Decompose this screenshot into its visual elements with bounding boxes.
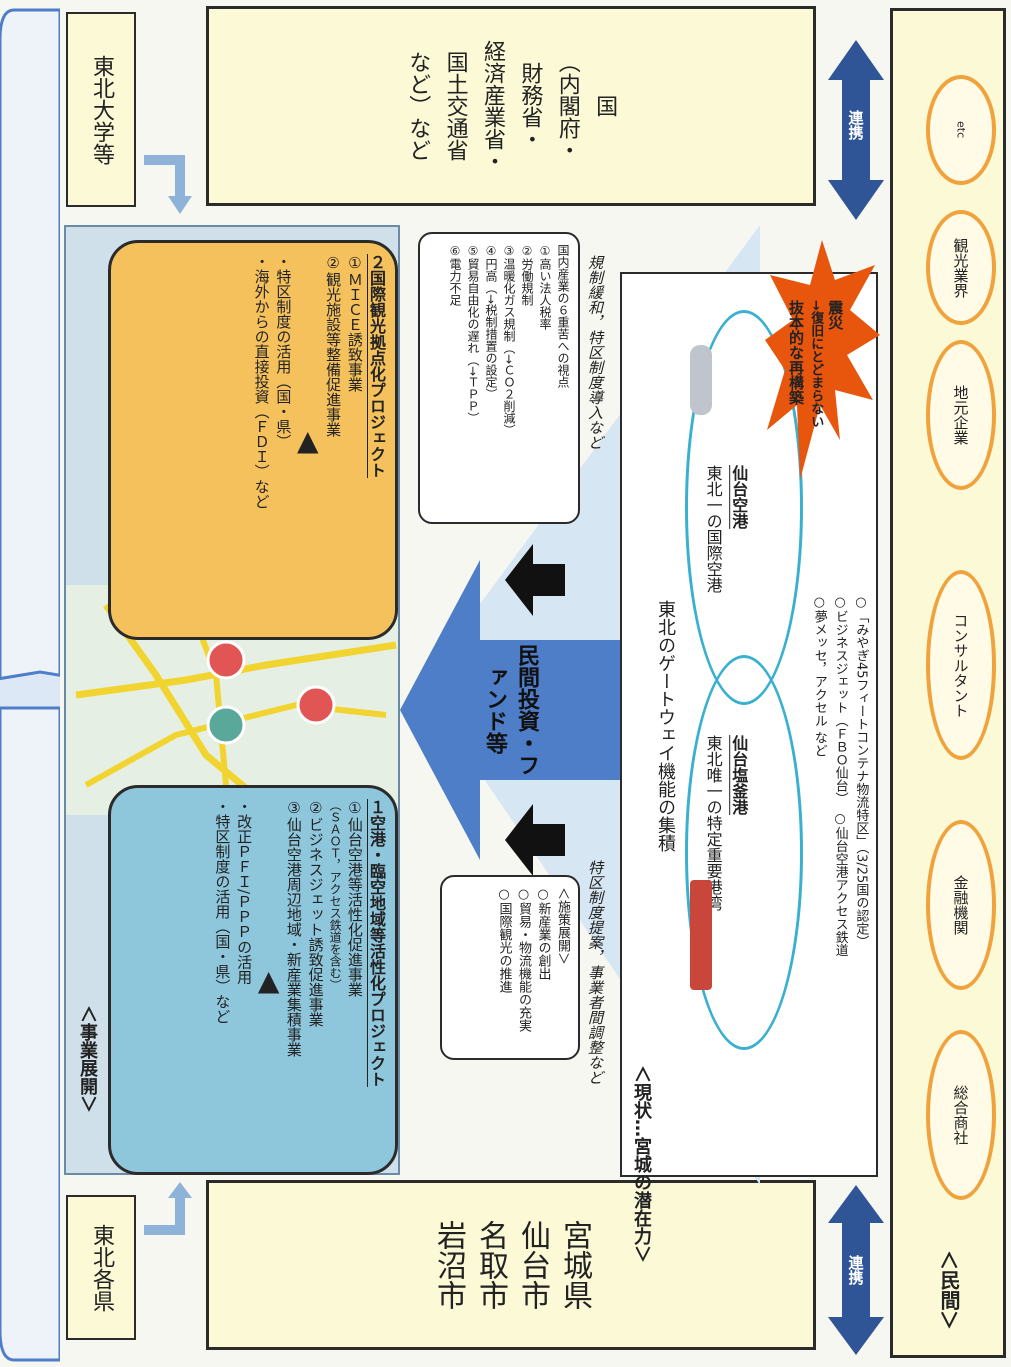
black-arrow-left (505, 804, 565, 876)
burden-line: ①高い法人税率 (538, 244, 552, 330)
national-government-box: 国 （内閣府・ 財務省・ 経済産業省・ 国土交通省 など）など (206, 6, 816, 206)
disaster-burst (765, 240, 880, 480)
airport-ellipse (685, 310, 803, 705)
airport-description: 東北一の国際空港 (703, 465, 723, 593)
burden-line: ③温暖化ガス規制（→ＣＯ２削減） (502, 244, 516, 437)
project-2-item: ①ＭＩＣＥ誘致事業 (345, 254, 364, 392)
project-2-measure: ・特区制度の活用（国・県） (274, 254, 293, 449)
private-item-local-business: 地元企業 (926, 340, 996, 490)
potential-note: ○「みやぎ45フィートコンテナ物流特区」（3/25国の認定） (853, 595, 869, 949)
six-burdens-caption: 規制緩和，特区制度導入など (586, 255, 604, 450)
connector-arrow-top (144, 155, 192, 214)
national-line: 国土交通省 (442, 51, 468, 161)
project-2-arrow: ▲ (291, 423, 325, 457)
disaster-line: 抜本的な再構築 (787, 300, 805, 405)
potential-notes: ○「みやぎ45フィートコンテナ物流特区」（3/25国の認定） ○ビジネスジェット… (808, 595, 870, 1055)
project-1-item: ③仙台空港周辺地域・新産業集積事業 (284, 799, 303, 1057)
private-item-finance: 金融機関 (926, 820, 996, 990)
private-item-trading: 総合商社 (926, 1030, 996, 1200)
disaster-line: →復旧にとどまらない (808, 300, 824, 428)
local-line: 名取市 (473, 1220, 508, 1310)
policy-deployment-box: ＜施策展開＞ ○新産業の創出 ○貿易・物流機能の充実 ○国際観光の推進 (440, 875, 580, 1060)
project-1-arrow: ▲ (252, 963, 286, 997)
policy-line: ○国際観光の推進 (496, 887, 512, 993)
burden-line: 国内産業の６重苦への視点 (556, 244, 570, 388)
policy-caption: 特区制度提案，事業者間調整など (586, 860, 604, 1085)
disaster-text: 震災 →復旧にとどまらない 抜本的な再構築 (785, 300, 845, 460)
project-1-measure: ・特区制度の活用（国・県）など (213, 799, 232, 1024)
port-title: 仙台塩釜港 (729, 735, 749, 815)
national-line: 国 (592, 95, 618, 117)
local-government-box: 宮城県 仙台市 名取市 岩沼市 (206, 1180, 816, 1350)
potential-note: ○夢メッセ，アクセル など (811, 595, 827, 758)
project-1-title: １空港・臨空地域等活性化プロジェクト (367, 799, 386, 1087)
policy-line: ○貿易・物流機能の充実 (516, 887, 531, 1032)
potential-subtitle: 東北のゲートウェイ機能の集積 (655, 600, 676, 852)
tohoku-prefectures-box: 東北各県 (66, 1195, 136, 1340)
connector-arrow-bottom (144, 1182, 192, 1235)
national-line: （内閣府・ (554, 51, 580, 161)
six-burdens-box: 国内産業の６重苦への視点 ①高い法人税率 ②労働規制 ③温暖化ガス規制（→ＣＯ２… (418, 232, 580, 524)
policy-line: ＜施策展開＞ (555, 887, 570, 966)
project-2-title: ２国際観光拠点化プロジェクト (367, 254, 386, 478)
airport-content: 仙台空港 東北一の国際空港 (700, 465, 751, 593)
project-2-content: ２国際観光拠点化プロジェクト ①ＭＩＣＥ誘致事業 ②観光施設等整備促進事業 ▲ … (108, 240, 398, 640)
national-line: など）など (405, 51, 431, 161)
renkei-label-bottom: 連携 (846, 1255, 865, 1285)
private-header: ＜民間＞ (937, 1250, 961, 1330)
national-line: 経済産業省・ (480, 40, 505, 172)
burden-line: ②労働規制 (520, 244, 534, 306)
flow-arrow-left (0, 8, 60, 1362)
local-line: 岩沼市 (431, 1220, 466, 1310)
potential-header: ＜現状…宮城の潜在力＞ (631, 1065, 652, 1263)
private-item-consultant: コンサルタント (926, 570, 996, 760)
business-header: ＜事業展開＞ (77, 1005, 98, 1113)
private-item-etc: etc (926, 75, 996, 185)
airplane-image (690, 345, 712, 415)
project-1-item: ①仙台空港等活性化促進事業 (345, 799, 364, 997)
private-item-tourism: 観光業界 (926, 210, 996, 325)
renkei-arrow-bottom (828, 1185, 884, 1355)
fund-label: 民間投資・ファンド等 (482, 644, 539, 776)
fund-arrow (400, 560, 625, 860)
black-arrow-right (505, 544, 565, 616)
project-2-measure: ・海外からの直接投資（ＦＤＩ）など (252, 254, 271, 509)
local-line: 仙台市 (515, 1220, 550, 1310)
port-content: 仙台塩釜港 東北唯一の特定重要港湾 (700, 735, 751, 911)
project-1-content: １空港・臨空地域等活性化プロジェクト ①仙台空港等活性化促進事業 （ＳＡＯＴ，ア… (108, 785, 398, 1175)
project-2-item: ②観光施設等整備促進事業 (324, 254, 343, 437)
project-1-box (108, 785, 398, 1175)
project-1-measure: ・改正ＰＦＩ/ＰＰＰの活用 (235, 799, 254, 985)
project-1-item: ②ビジネスジェット誘致促進事業 (306, 799, 325, 1027)
potential-note: ○ビジネスジェット（ＦＢＯ仙台） ○仙台空港アクセス鉄道 (832, 595, 848, 957)
renkei-label-top: 連携 (846, 110, 865, 140)
local-line: 宮城県 (557, 1220, 592, 1310)
project-2-box (108, 240, 398, 640)
ship-image (690, 880, 712, 990)
project-1-item: （ＳＡＯＴ，アクセス鉄道を含む） (328, 799, 343, 991)
disaster-line: 震災 (826, 300, 845, 330)
burden-line: ④円高（→税制措置の設定） (484, 244, 498, 401)
burden-line: ⑤貿易自由化の遅れ（→ＴＰＰ） (466, 244, 480, 425)
renkei-arrow-top (828, 40, 884, 220)
burden-line: ⑥電力不足 (448, 244, 462, 306)
policy-line: ○新産業の創出 (535, 887, 551, 980)
national-line: 財務省・ (517, 62, 543, 150)
airport-title: 仙台空港 (729, 465, 749, 529)
port-description: 東北唯一の特定重要港湾 (703, 735, 723, 911)
tohoku-university-box: 東北大学等 (66, 12, 136, 207)
